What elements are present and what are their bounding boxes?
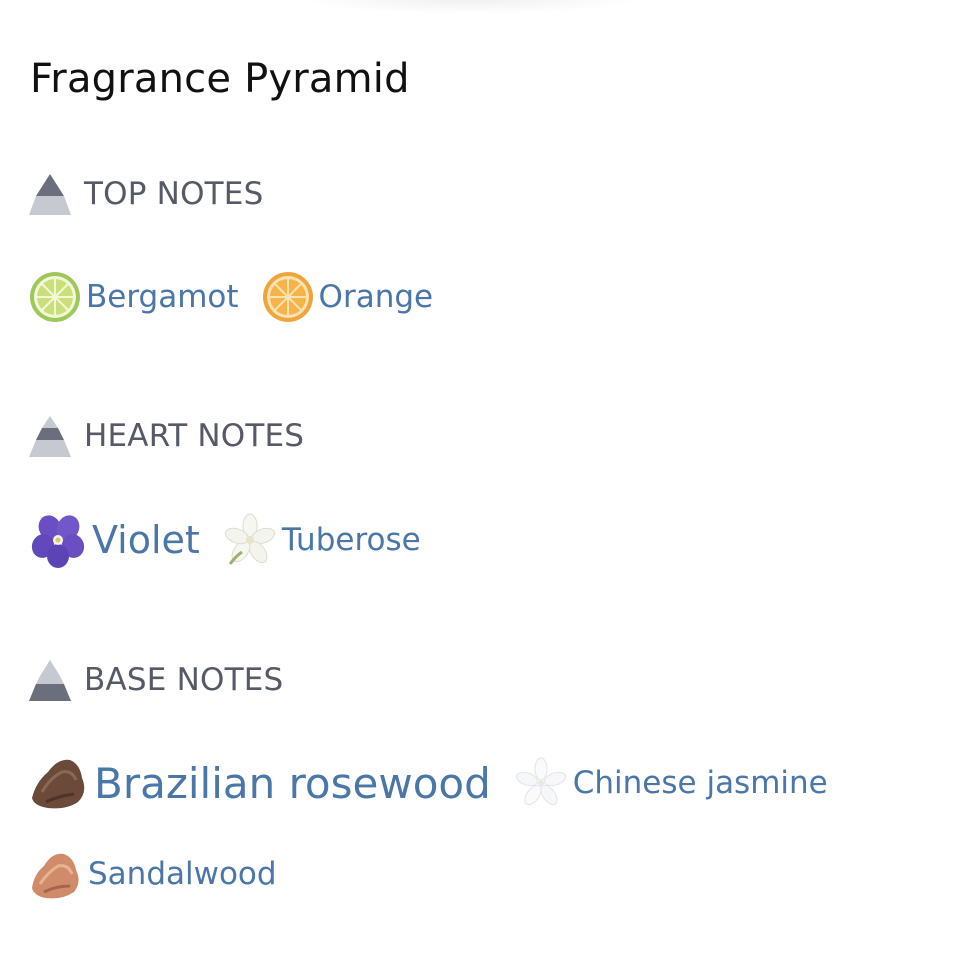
tuberose-icon <box>224 513 275 565</box>
note-bergamot[interactable]: Bergamot <box>28 270 239 324</box>
note-label: Tuberose <box>281 522 421 558</box>
notes-row-base-2: Sandalwood <box>28 846 299 902</box>
note-sandalwood[interactable]: Sandalwood <box>28 846 277 902</box>
note-brazilian-rosewood[interactable]: Brazilian rosewood <box>28 752 491 814</box>
violet-icon <box>31 515 85 568</box>
bergamot-icon <box>30 272 80 322</box>
jasmine-icon <box>515 757 566 806</box>
rosewood-icon <box>32 759 85 809</box>
section-header-top: TOP NOTES <box>28 172 263 216</box>
page-title: Fragrance Pyramid <box>30 56 410 102</box>
pyramid-base-icon <box>29 660 71 701</box>
note-tuberose[interactable]: Tuberose <box>222 512 421 568</box>
section-label-top: TOP NOTES <box>84 176 264 212</box>
note-label: Orange <box>318 279 434 315</box>
note-label: Bergamot <box>86 279 239 315</box>
note-violet[interactable]: Violet <box>28 510 200 570</box>
notes-row-heart: Violet Tuberose <box>28 510 443 570</box>
section-label-heart: HEART NOTES <box>84 418 305 454</box>
pyramid-heart-icon <box>29 416 71 457</box>
note-chinese-jasmine[interactable]: Chinese jasmine <box>513 755 828 811</box>
note-label: Chinese jasmine <box>572 765 828 801</box>
section-header-base: BASE NOTES <box>28 658 283 702</box>
top-shadow <box>300 0 640 14</box>
notes-row-top: Bergamot Orange <box>28 270 455 324</box>
notes-row-base: Brazilian rosewood Chinese jasmine <box>28 752 850 814</box>
note-orange[interactable]: Orange <box>261 270 434 324</box>
sandalwood-icon <box>32 853 79 899</box>
note-label: Violet <box>92 518 200 562</box>
section-header-heart: HEART NOTES <box>28 414 304 458</box>
note-label: Brazilian rosewood <box>94 758 491 808</box>
pyramid-top-icon <box>29 174 71 215</box>
note-label: Sandalwood <box>88 856 277 892</box>
orange-icon <box>262 272 313 322</box>
section-label-base: BASE NOTES <box>84 662 284 698</box>
